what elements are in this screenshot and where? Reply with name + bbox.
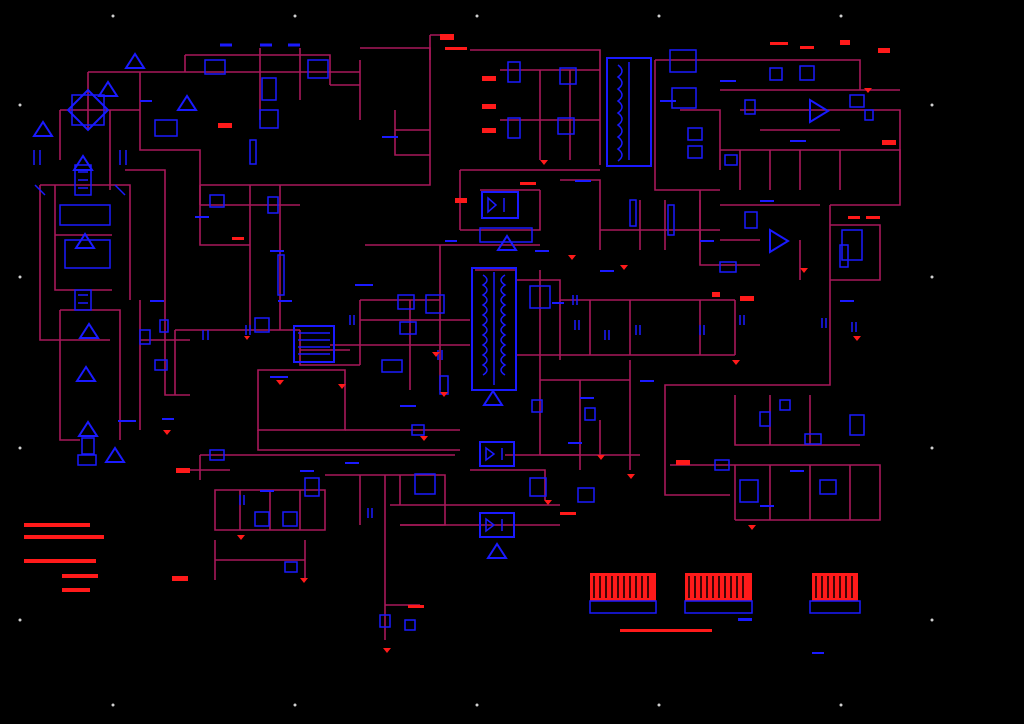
pwm-controller-ic bbox=[293, 325, 335, 363]
npn-transistor bbox=[154, 119, 178, 137]
footprint-caption-mark bbox=[620, 629, 712, 632]
connector-footprint-1 bbox=[589, 573, 657, 614]
input-capacitors bbox=[33, 150, 127, 226]
bridge-rectifier bbox=[66, 88, 110, 132]
op-amp-1 bbox=[809, 98, 830, 124]
optocoupler-1 bbox=[481, 191, 519, 219]
mosfet bbox=[259, 109, 279, 129]
optocoupler-2 bbox=[479, 441, 515, 467]
op-amp-2 bbox=[769, 228, 790, 254]
regulator bbox=[307, 59, 329, 79]
connector-footprint-2 bbox=[684, 573, 753, 614]
wire-network bbox=[39, 34, 901, 640]
optocoupler-3 bbox=[479, 512, 515, 538]
notes-block bbox=[24, 523, 104, 592]
frame-ticks bbox=[18, 14, 934, 707]
connector-footprints bbox=[589, 573, 861, 654]
passive-parts bbox=[77, 61, 874, 631]
main-transformer bbox=[471, 267, 517, 391]
shunt-regulator bbox=[479, 227, 533, 243]
component-symbols bbox=[33, 43, 874, 631]
warning-triangles bbox=[32, 52, 518, 559]
net-connectors bbox=[172, 34, 896, 608]
standby-transformer bbox=[606, 57, 652, 167]
line-filter-coils bbox=[64, 164, 111, 311]
fuse bbox=[204, 59, 226, 75]
reference-designators bbox=[118, 80, 854, 507]
connector-footprint-3 bbox=[809, 573, 861, 614]
dual-mosfet bbox=[669, 49, 697, 73]
diode-pair bbox=[261, 77, 277, 101]
switch-ic bbox=[671, 87, 697, 109]
bridge-rectifier-frame bbox=[71, 94, 105, 126]
